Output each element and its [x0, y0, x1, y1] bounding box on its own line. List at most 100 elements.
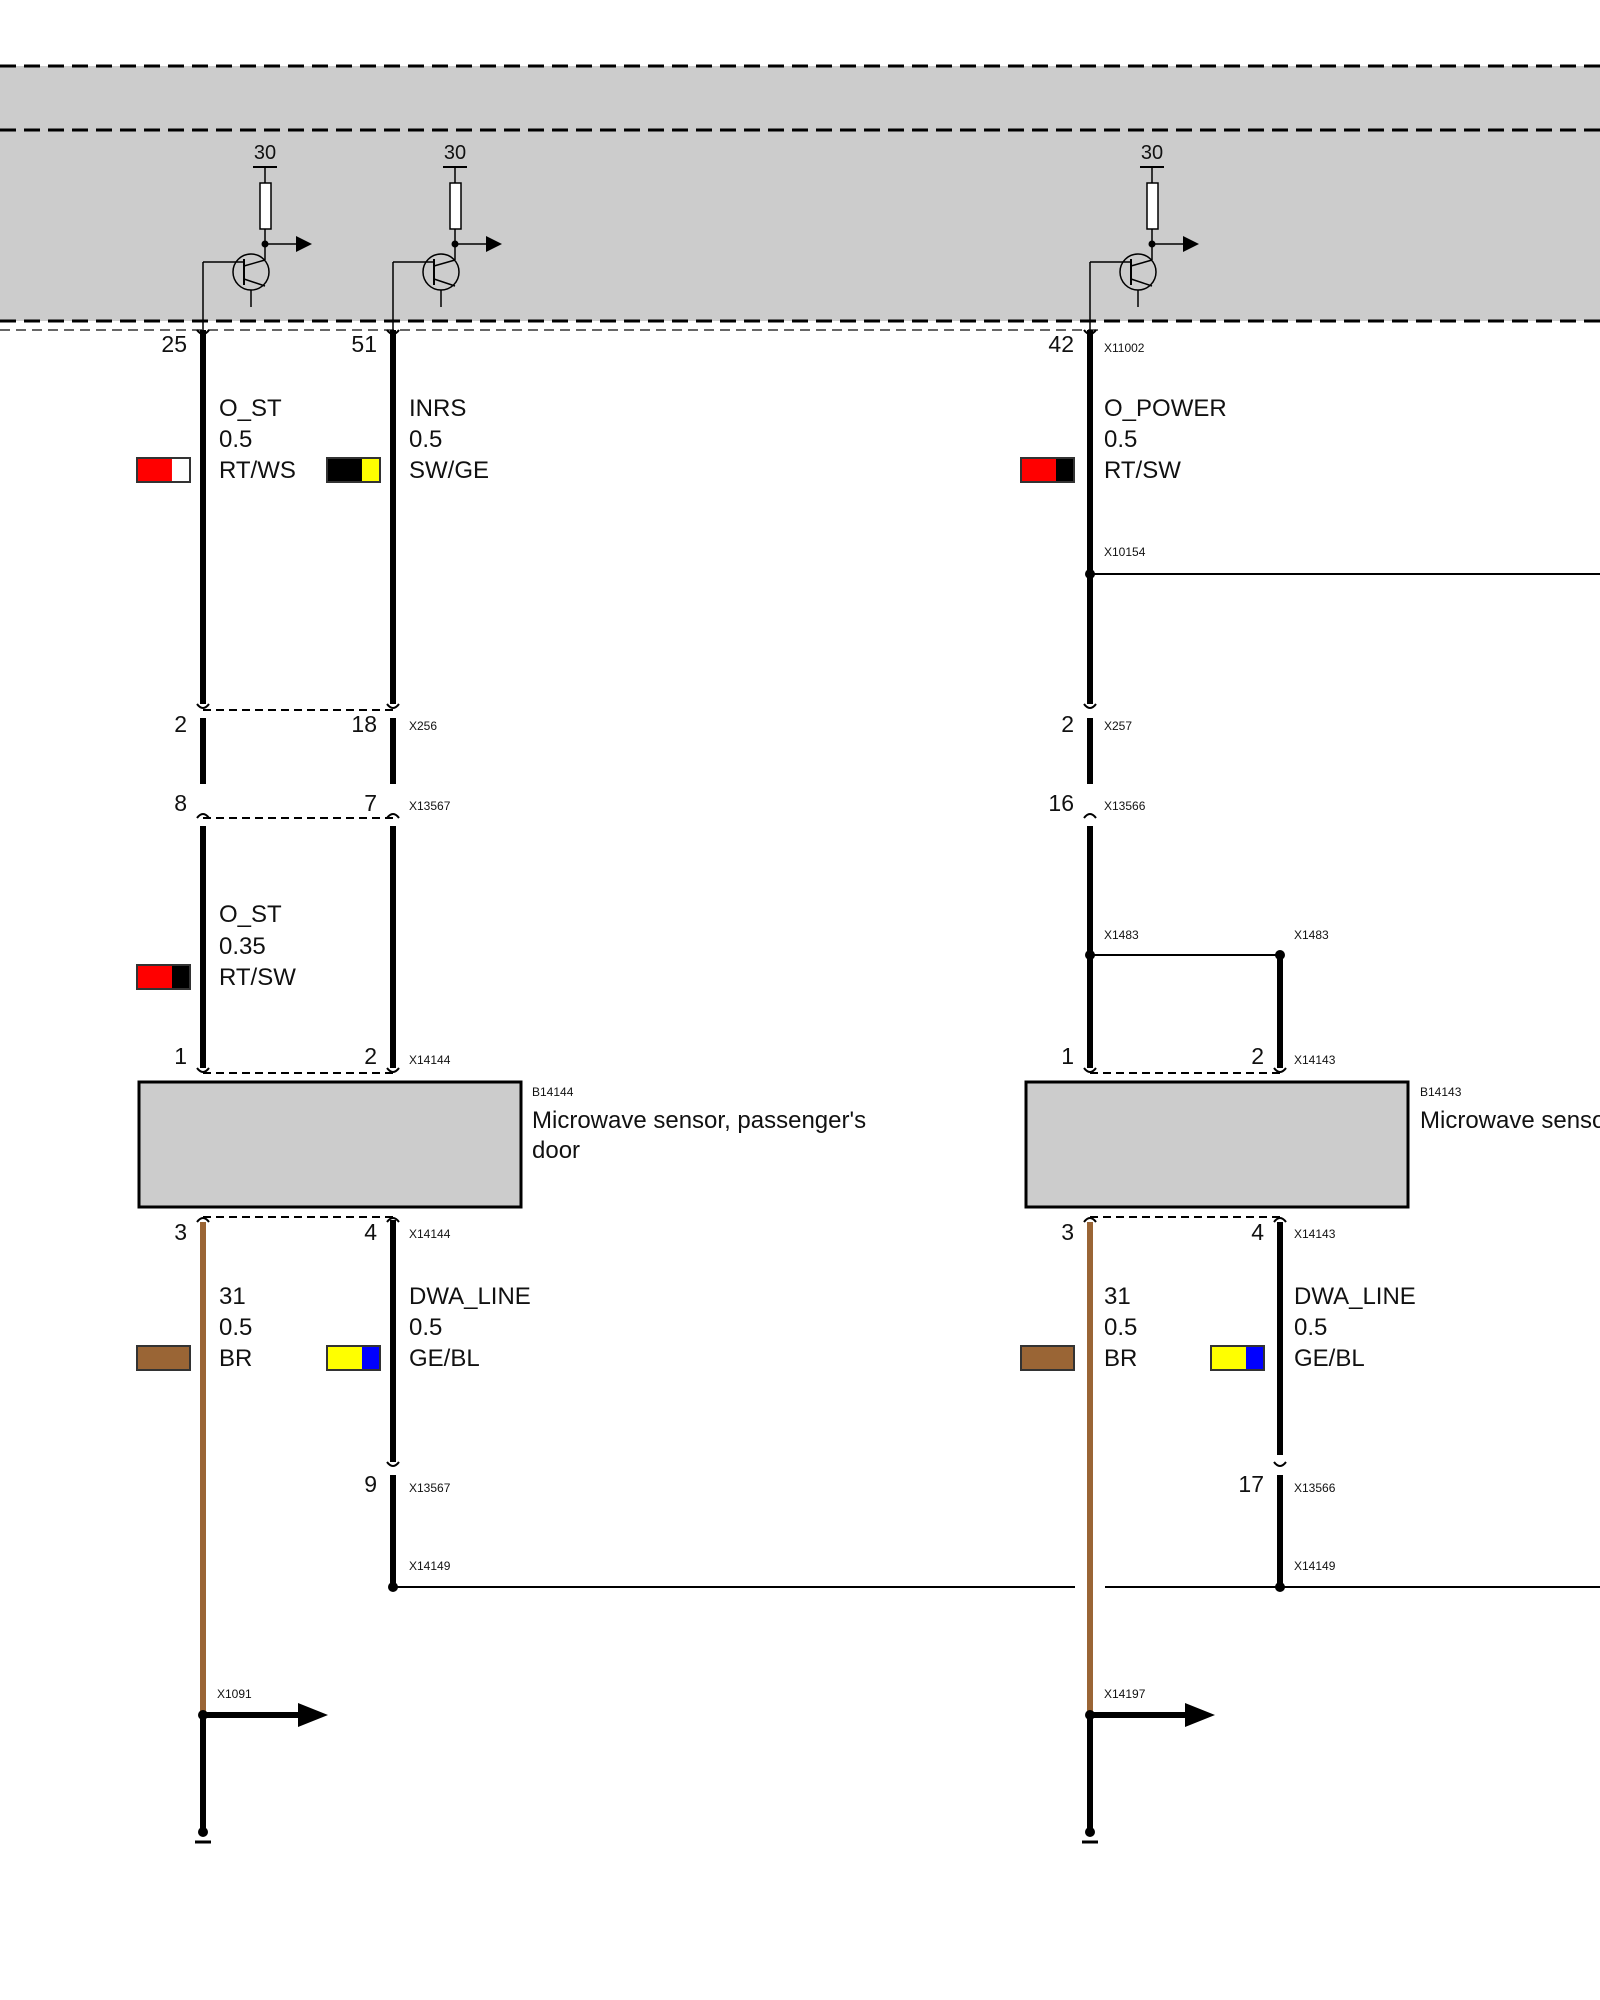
ground-arrows [203, 1703, 1215, 1727]
wire-name: O_POWER [1104, 395, 1227, 422]
pin-number: 16 [1048, 790, 1074, 816]
wire-label-inrs: INRS 0.5 SW/GE [409, 395, 489, 484]
wire-color-code: GE/BL [1294, 1345, 1365, 1372]
swatch-color-rt [137, 458, 172, 482]
pin-number: 42 [1048, 331, 1074, 357]
arrow-right-icon [298, 1703, 328, 1727]
pin-number: 2 [1251, 1043, 1264, 1069]
wire-label-o-st: O_ST 0.5 RT/WS [219, 395, 296, 484]
pin-number: 51 [351, 331, 377, 357]
pin-number: 2 [174, 711, 187, 737]
wire-name: DWA_LINE [1294, 1283, 1416, 1310]
connector-id: X1483 [1104, 928, 1139, 942]
swatch-border [136, 457, 191, 483]
connector-id: X1483 [1294, 928, 1329, 942]
swatch-color-ge [327, 1346, 362, 1370]
wire-color-swatch [1020, 1345, 1075, 1371]
swatch-border [1210, 1345, 1265, 1371]
swatch-border [326, 457, 381, 483]
component-b14144: B14144 Microwave sensor, passenger's doo… [137, 1080, 866, 1209]
connector-id: X14197 [1104, 1687, 1146, 1701]
connector-id: X14149 [409, 1559, 451, 1573]
wire-size: 0.5 [409, 426, 442, 453]
wire-size: 0.35 [219, 933, 266, 960]
connector-id: X14143 [1294, 1053, 1336, 1067]
pin-number: 4 [1251, 1219, 1264, 1245]
wire-color-code: RT/SW [219, 964, 296, 991]
wire-size: 0.5 [1104, 426, 1137, 453]
wire-end-caps [195, 1827, 1098, 1844]
swatch-border [136, 1345, 191, 1371]
component-b14144-body [137, 1080, 523, 1209]
connector-id: X256 [409, 719, 437, 733]
component-label: Microwave sensor, driver's door [1420, 1107, 1600, 1134]
connector-housings [203, 709, 1280, 1218]
pin-number: 3 [1061, 1219, 1074, 1245]
wire-size: 0.5 [219, 1314, 252, 1341]
component-label: Microwave sensor, passenger's [532, 1107, 866, 1134]
control-module [0, 64, 1600, 331]
wires-black [200, 330, 1283, 1832]
thin-lines [393, 573, 1600, 1588]
wire-color-swatches [136, 457, 1265, 1371]
component-id: B14143 [1420, 1085, 1462, 1099]
output-driver-2: 30 [392, 142, 502, 330]
connector-id: X13567 [409, 1481, 451, 1495]
wire-label-ground-left: 31 0.5 BR [219, 1283, 252, 1372]
wire-size: 0.5 [219, 426, 252, 453]
wire-name: O_ST [219, 901, 282, 928]
wire-color-code: SW/GE [409, 457, 489, 484]
wire-labels: O_ST 0.5 RT/WS INRS 0.5 SW/GE O_POWER 0.… [219, 395, 1416, 1372]
wire-color-swatch [1210, 1345, 1265, 1371]
wire-label-dwa-line-left: DWA_LINE 0.5 GE/BL [409, 1283, 531, 1372]
component-id: B14144 [532, 1085, 574, 1099]
wire-label-dwa-line-right: DWA_LINE 0.5 GE/BL [1294, 1283, 1416, 1372]
wire-color-code: BR [219, 1345, 252, 1372]
swatch-color-ge [1211, 1346, 1246, 1370]
swatch-border [326, 1345, 381, 1371]
connector-id: X1091 [217, 1687, 252, 1701]
connector-id: X14144 [409, 1053, 451, 1067]
swatch-color-bl [361, 1346, 380, 1370]
output-driver-3: 30 [1089, 142, 1199, 330]
swatch-color-ws [171, 458, 190, 482]
wire-label-ground-right: 31 0.5 BR [1104, 1283, 1137, 1372]
wires-brown [200, 1222, 1093, 1712]
pin-number: 17 [1238, 1471, 1264, 1497]
pin-numbers: 25 51 42 2 18 2 8 7 16 1 2 1 2 3 4 3 4 9… [161, 331, 1264, 1497]
wire-color-swatch [136, 1345, 191, 1371]
wire-color-code: GE/BL [409, 1345, 480, 1372]
swatch-color-rt [137, 965, 172, 989]
swatch-color-sw [171, 965, 190, 989]
wire-size: 0.5 [1294, 1314, 1327, 1341]
component-label: door [532, 1137, 580, 1164]
connector-id: X11002 [1104, 341, 1145, 355]
connector-id: X10154 [1104, 545, 1146, 559]
pin-contacts [196, 329, 1287, 1467]
wire-color-swatch [136, 457, 191, 483]
wire-label-o-st-lower: O_ST 0.35 RT/SW [219, 901, 296, 991]
supply-label: 30 [444, 142, 466, 164]
swatch-color-sw [327, 458, 362, 482]
wire-name: DWA_LINE [409, 1283, 531, 1310]
connector-id: X13567 [409, 799, 451, 813]
connector-id: X14149 [1294, 1559, 1336, 1573]
wire-size: 0.5 [1104, 1314, 1137, 1341]
swatch-color-br [137, 1346, 190, 1370]
wire-size: 0.5 [409, 1314, 442, 1341]
swatch-border [136, 964, 191, 990]
wire-label-o-power: O_POWER 0.5 RT/SW [1104, 395, 1227, 484]
wire-color-code: BR [1104, 1345, 1137, 1372]
swatch-color-rt [1021, 458, 1056, 482]
pin-number: 8 [174, 790, 187, 816]
wire-color-swatch [326, 457, 381, 483]
supply-label: 30 [254, 142, 276, 164]
wire-color-swatch [326, 1345, 381, 1371]
pin-number: 2 [1061, 711, 1074, 737]
swatch-border [1020, 1345, 1075, 1371]
supply-label: 30 [1141, 142, 1163, 164]
connector-id: X13566 [1294, 1481, 1336, 1495]
swatch-color-sw [1055, 458, 1074, 482]
